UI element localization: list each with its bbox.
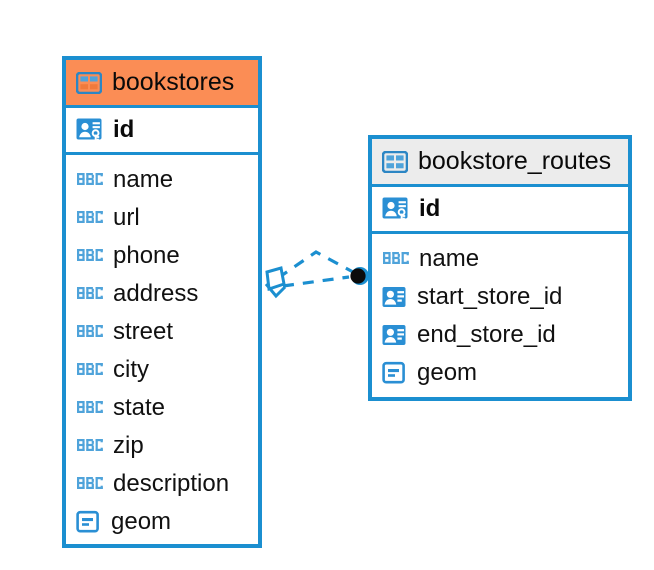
field-row-end-store-id[interactable]: end_store_id [382, 316, 620, 354]
field-row-state[interactable]: state [76, 389, 250, 427]
field-row-geom[interactable]: geom [382, 354, 620, 392]
entity-header-bookstore-routes[interactable]: bookstore_routes [372, 139, 628, 187]
geometry-icon [76, 510, 102, 534]
text-abc-icon [76, 435, 104, 457]
text-abc-icon [76, 283, 104, 305]
field-label: name [419, 245, 480, 272]
field-row-start-store-id[interactable]: start_store_id [382, 278, 620, 316]
table-icon [381, 150, 409, 173]
field-list-bookstores: name url [66, 155, 258, 549]
entity-title: bookstores [112, 68, 235, 96]
text-abc-icon [76, 245, 104, 267]
field-row-phone[interactable]: phone [76, 237, 250, 275]
table-icon [75, 71, 103, 94]
field-row-zip[interactable]: zip [76, 427, 250, 465]
foreign-key-icon [382, 323, 408, 347]
foreign-key-icon [382, 285, 408, 309]
primary-key-row-id[interactable]: id [66, 108, 258, 155]
text-abc-icon [76, 321, 104, 343]
field-label: start_store_id [417, 283, 563, 310]
text-abc-icon [76, 169, 104, 191]
primary-key-label: id [113, 116, 135, 143]
field-label: phone [113, 242, 180, 269]
entity-header-bookstores[interactable]: bookstores [66, 60, 258, 108]
primary-key-icon [76, 117, 104, 143]
geometry-icon [382, 361, 408, 385]
filled-circle-marker [350, 267, 369, 285]
primary-key-row-id[interactable]: id [372, 187, 628, 234]
text-abc-icon [76, 359, 104, 381]
field-label: state [113, 394, 166, 421]
field-label: address [113, 280, 199, 307]
text-abc-icon [76, 207, 104, 229]
relationship-line-lower [282, 275, 350, 288]
field-row-address[interactable]: address [76, 275, 250, 313]
relationship-line-upper [277, 250, 354, 280]
entity-table-bookstores[interactable]: bookstores id [62, 56, 262, 548]
field-label: street [113, 318, 174, 345]
text-abc-icon [76, 473, 104, 495]
primary-key-label: id [419, 195, 441, 222]
field-row-name[interactable]: name [382, 240, 620, 278]
field-row-geom[interactable]: geom [76, 503, 250, 541]
entity-title: bookstore_routes [418, 147, 612, 175]
field-list-bookstore-routes: name start_store_id [372, 234, 628, 400]
field-row-name[interactable]: name [76, 161, 250, 199]
field-row-street[interactable]: street [76, 313, 250, 351]
text-abc-icon [76, 397, 104, 419]
text-abc-icon [382, 248, 410, 270]
entity-table-bookstore-routes[interactable]: bookstore_routes id [368, 135, 632, 401]
field-row-description[interactable]: description [76, 465, 250, 503]
field-row-url[interactable]: url [76, 199, 250, 237]
field-label: city [113, 356, 149, 383]
field-label: url [113, 204, 140, 231]
crows-foot-diamond-marker [264, 266, 287, 299]
field-label: description [113, 470, 230, 497]
field-label: end_store_id [417, 321, 556, 348]
field-label: zip [113, 432, 144, 459]
field-label: geom [111, 508, 172, 535]
field-label: geom [417, 359, 478, 386]
primary-key-icon [382, 196, 410, 222]
field-label: name [113, 166, 174, 193]
field-row-city[interactable]: city [76, 351, 250, 389]
